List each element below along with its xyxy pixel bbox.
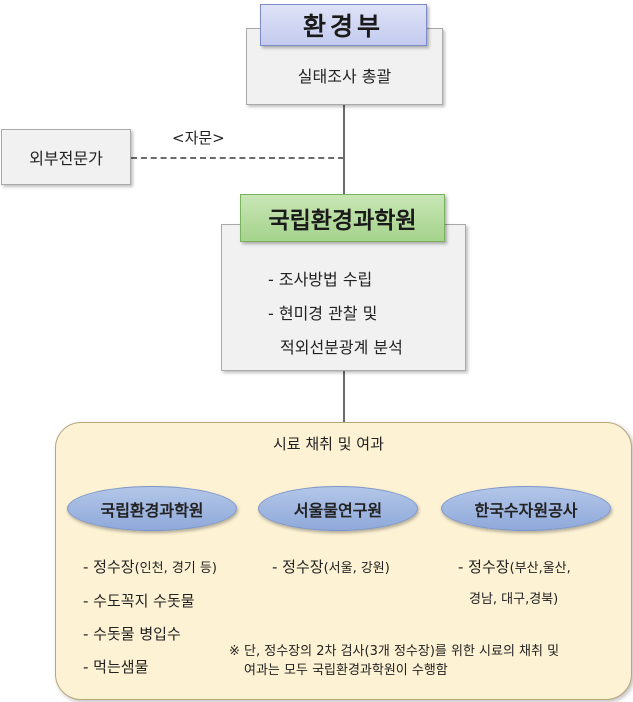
sampling-panel [55, 422, 632, 700]
connector-institute-sampling [343, 370, 345, 422]
advisor-box: 외부전문가 [1, 129, 131, 185]
institute-tasks-box [221, 224, 466, 371]
ministry-role: 실태조사 총괄 [297, 66, 392, 86]
ministry-title: 환경부 [302, 12, 384, 41]
nier-item-3: - 수돗물 병입수 [83, 625, 181, 643]
nier-item-1: - 정수장(인천, 경기 등) [83, 558, 217, 576]
sampling-note-line-2: 여과는 모두 국립환경과학원이 수행함 [244, 663, 448, 678]
org-ellipse-seoul: 서울물연구원 [258, 486, 418, 531]
institute-title-box: 국립환경과학원 [240, 194, 445, 242]
kwater-item-1: - 정수장(부산,울산, [458, 558, 571, 576]
institute-task-2: - 현미경 관찰 및 [268, 304, 378, 323]
org-ellipse-kwater: 한국수자원공사 [441, 486, 611, 531]
advisor-label: 외부전문가 [29, 149, 103, 168]
advisor-link-label: <자문> [172, 129, 225, 147]
nier-item-4: - 먹는샘물 [83, 658, 149, 676]
institute-title: 국립환경과학원 [268, 208, 417, 234]
org-ellipse-nier: 국립환경과학원 [67, 486, 237, 531]
org-name-seoul: 서울물연구원 [293, 500, 383, 520]
institute-task-3: 적외선분광계 분석 [280, 338, 403, 357]
sampling-note: ※ 단, 정수장의 2차 검사(3개 정수장)를 위한 시료의 채취 및 여과는… [229, 642, 559, 680]
connector-ministry-institute [343, 105, 345, 197]
sampling-title: 시료 채취 및 여과 [273, 435, 384, 453]
sampling-note-line-1: ※ 단, 정수장의 2차 검사(3개 정수장)를 위한 시료의 채취 및 [229, 644, 560, 659]
ministry-title-box: 환경부 [260, 4, 427, 46]
seoul-item-1: - 정수장(서울, 강원) [272, 558, 390, 576]
org-name-nier: 국립환경과학원 [100, 500, 204, 520]
nier-item-2: - 수도꼭지 수돗물 [83, 592, 195, 610]
advisor-dashed-connector [131, 157, 344, 159]
institute-task-1: - 조사방법 수립 [268, 270, 373, 289]
kwater-item-2: 경남, 대구,경북) [469, 592, 559, 607]
org-name-kwater: 한국수자원공사 [474, 500, 578, 520]
